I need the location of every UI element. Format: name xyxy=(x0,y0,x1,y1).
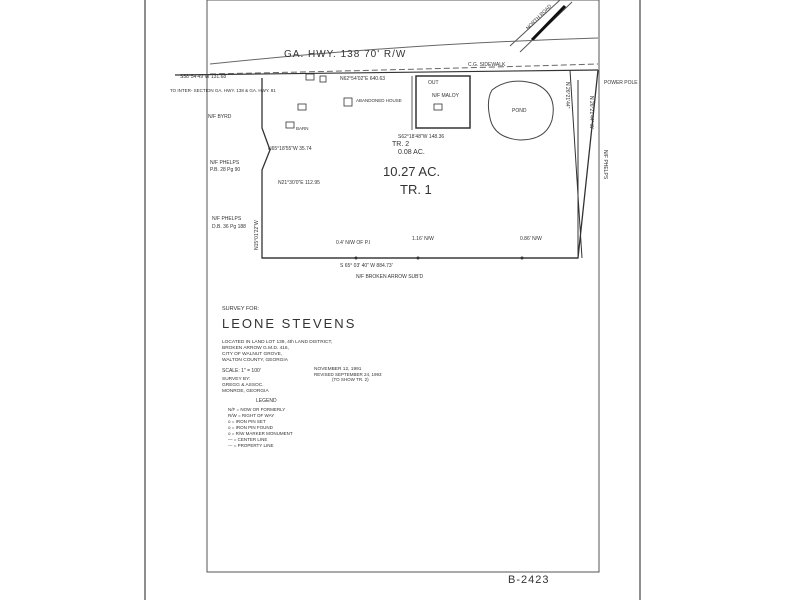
legend-item-1: N/F = NOW OR FORMERLY xyxy=(228,407,285,412)
north-property-line xyxy=(174,69,599,76)
east-line-inner xyxy=(569,69,583,259)
nf-byrd-label: N/F BYRD xyxy=(208,114,232,120)
barn-building-2 xyxy=(285,121,295,129)
legend-item-2: R/W = RIGHT OF WAY xyxy=(228,413,274,418)
broken-arrow-label: N/F BROKEN ARROW SUB'D xyxy=(356,274,423,280)
iron-pin-3 xyxy=(520,256,524,260)
tract2-bearing: S62°18'48"W 148.36 xyxy=(398,134,444,140)
to-intersection-label: TO INTER- SECTION GA. HWY. 138 & GA. HWY… xyxy=(170,88,276,93)
abandoned-house-label: ABANDONED HOUSE xyxy=(356,98,402,103)
survey-date: NOVEMBER 12, 1991 xyxy=(314,366,362,372)
barn-building-1 xyxy=(297,103,307,111)
nf-phelps-2-ref: D.B. 36 Pg 188 xyxy=(212,224,246,230)
top-bearing-label: N62°54'02"E 640.63 xyxy=(340,76,385,82)
tract2-area: 0.08 AC. xyxy=(398,149,425,156)
location-line-1: LOCATED IN LAND LOT 139, 4th LAND DISTRI… xyxy=(222,339,332,345)
surveyor-name: GREGG & ASSOC. xyxy=(222,382,264,388)
abandoned-house-building xyxy=(343,97,353,107)
location-line-4: WALTON COUNTY, GEORGIA xyxy=(222,357,289,363)
tract2-label: TR. 2 xyxy=(392,141,409,148)
north-arrow xyxy=(530,4,567,42)
survey-heading: SURVEY FOR: xyxy=(222,306,260,312)
west-bearing-b: N21°30'0"E 112.95 xyxy=(278,180,320,186)
legend-title: LEGEND xyxy=(256,398,277,404)
power-pole-label: POWER POLE xyxy=(604,80,638,86)
highway-edge-north xyxy=(209,37,599,65)
scale-label: SCALE: 1" = 100' xyxy=(222,368,261,374)
south-pin-note-1: 0.4' N/W OF P.I xyxy=(336,240,370,246)
tract2-boundary xyxy=(415,75,471,129)
iron-pin-2 xyxy=(416,256,420,260)
out-label: OUT xyxy=(428,80,439,86)
nf-maloy-label: N/F MALOY xyxy=(432,93,460,99)
legend-item-6: — = CENTER LINE xyxy=(228,437,267,442)
nf-phelps-3-label: N/F PHELPS xyxy=(602,150,608,180)
south-pin-note-3: 0.86' N/W xyxy=(520,236,542,242)
pond-outline xyxy=(487,80,554,141)
west-bearing-a: N65°18'55"W 35.74 xyxy=(268,146,312,152)
south-bearing-label: S 65° 03' 40" W 884.73' xyxy=(340,263,393,269)
highway-label: GA. HWY. 138 70' R/W xyxy=(284,49,406,60)
highway-centerline xyxy=(209,63,599,75)
nf-phelps-2-label: N/F PHELPS xyxy=(212,216,242,222)
nf-phelps-1-label: N/F PHELPS xyxy=(210,160,240,166)
maloy-building xyxy=(433,103,443,111)
location-line-3: CITY OF WALNUT GROVE, xyxy=(222,351,282,357)
east-side-bearing: N 26°21'44" xyxy=(564,82,570,109)
revised-note: (TO SHOW TR. 2) xyxy=(332,377,369,382)
shed-building xyxy=(319,75,327,83)
legend-item-4: o = IRON PIN FOUND xyxy=(228,425,274,430)
location-line-2: BROKEN ARROW G.M.D. 416, xyxy=(222,345,289,351)
north-road-edge-1 xyxy=(509,0,561,47)
south-pin-note-2: 1.16' N/W xyxy=(412,236,434,242)
nf-phelps-1-ref: P.B. 28 Pg 90 xyxy=(210,167,240,173)
owner-name: LEONE STEVENS xyxy=(222,316,356,331)
west-bearing-c: N15°01'22"W xyxy=(254,220,260,250)
east-bearing-label: N 26°21'44" W xyxy=(588,96,594,129)
inner-border xyxy=(206,0,600,573)
legend-item-7: --- = PROPERTY LINE xyxy=(228,443,273,448)
tract1-area: 10.27 AC. xyxy=(383,164,440,179)
sidewalk-label: C.G. SIDEWALK xyxy=(468,62,506,68)
west-start-bearing: S58°54'49"W 131.68 xyxy=(180,74,226,80)
tract1-label: TR. 1 xyxy=(400,182,432,197)
legend-item-3: o = IRON PIN SET xyxy=(228,419,266,424)
legend-item-5: o = R/W MARKER MONUMENT xyxy=(228,431,293,436)
frame-building xyxy=(305,73,315,81)
drawing-number: B-2423 xyxy=(508,574,549,586)
surveyor-city: MONROE, GEORGIA xyxy=(222,388,269,394)
iron-pin-1 xyxy=(354,256,358,260)
pond-label: POND xyxy=(512,108,527,114)
barn-label: BARN xyxy=(296,126,309,131)
revised-date: REVISED SEPTEMBER 24, 1993 xyxy=(314,372,382,377)
surveyor-label: SURVEY BY: xyxy=(222,376,250,382)
